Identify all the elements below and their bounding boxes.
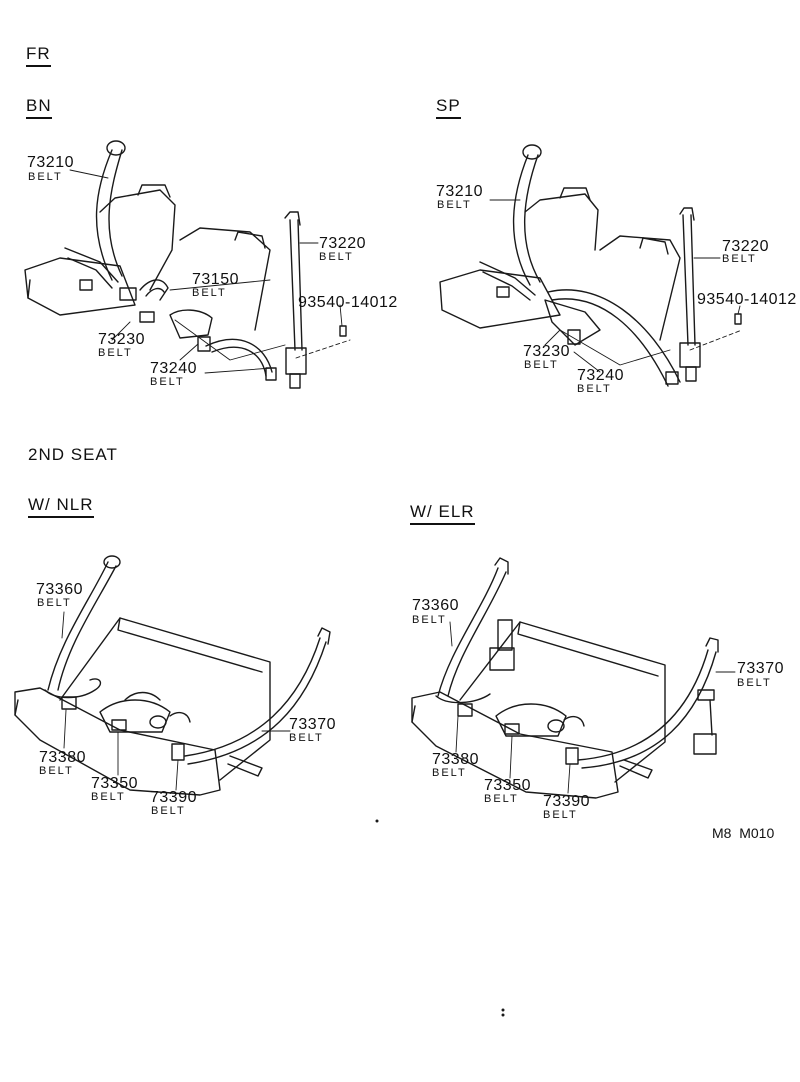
header-w-elr: W/ ELR xyxy=(410,503,475,525)
bn-part-name-73230: BELT xyxy=(98,347,133,359)
elr-part-number-73390: 73390 xyxy=(543,793,590,810)
elr-part-number-73370: 73370 xyxy=(737,660,784,677)
sp-part-number-73240: 73240 xyxy=(577,367,624,384)
header-bn: BN xyxy=(26,97,52,119)
sp-part-number-73230: 73230 xyxy=(523,343,570,360)
sp-part-number-93540-14012: 93540-14012 xyxy=(697,291,797,308)
bn-part-number-73210: 73210 xyxy=(27,154,74,171)
sp-part-number-73210: 73210 xyxy=(436,183,483,200)
nlr-part-name-73360: BELT xyxy=(37,597,72,609)
header-fr: FR xyxy=(26,45,51,67)
nlr-part-number-73360: 73360 xyxy=(36,581,83,598)
bn-part-number-73230: 73230 xyxy=(98,331,145,348)
bn-illustration xyxy=(24,140,351,389)
sp-part-number-73220: 73220 xyxy=(722,238,769,255)
bn-headrest-right xyxy=(234,231,266,249)
nlr-part-name-73350: BELT xyxy=(91,791,126,803)
elr-part-name-73380: BELT xyxy=(432,767,467,779)
elr-part-name-73390: BELT xyxy=(543,809,578,821)
elr-part-number-73380: 73380 xyxy=(432,751,479,768)
bn-part-name-73220: BELT xyxy=(319,251,354,263)
header-sp: SP xyxy=(436,97,461,119)
elr-part-number-73350: 73350 xyxy=(484,777,531,794)
figure-code: M8 M010 xyxy=(712,825,775,841)
bn-part-number-93540-14012: 93540-14012 xyxy=(298,294,398,311)
nlr-illustration xyxy=(14,555,331,796)
bn-seat-back-right xyxy=(179,227,271,331)
bn-part-number-73220: 73220 xyxy=(319,235,366,252)
sp-part-name-73220: BELT xyxy=(722,253,757,265)
header-second-seat: 2ND SEAT xyxy=(28,445,118,464)
elr-part-name-73370: BELT xyxy=(737,677,772,689)
nlr-part-name-73380: BELT xyxy=(39,765,74,777)
sp-belt-73220 xyxy=(682,214,696,346)
elr-part-number-73360: 73360 xyxy=(412,597,459,614)
bn-belt-73210 xyxy=(95,149,123,281)
bn-belt-73150 xyxy=(139,279,169,301)
bn-belt-73220 xyxy=(289,219,303,351)
elr-part-name-73350: BELT xyxy=(484,793,519,805)
bn-headrest-left xyxy=(137,184,171,198)
elr-illustration xyxy=(411,557,736,799)
sp-belt-73210 xyxy=(512,154,541,286)
nlr-part-name-73390: BELT xyxy=(151,805,186,817)
sp-belt-73240 xyxy=(547,289,681,387)
elr-belt-73370 xyxy=(577,649,717,769)
nlr-belt-73360 xyxy=(47,561,117,691)
bn-part-name-73150: BELT xyxy=(192,287,227,299)
bn-part-name-73240: BELT xyxy=(150,376,185,388)
nlr-part-number-73350: 73350 xyxy=(91,775,138,792)
bn-part-number-73150: 73150 xyxy=(192,271,239,288)
bn-seat-back-left xyxy=(99,189,176,291)
bn-cushion-front xyxy=(27,279,31,299)
sp-part-name-73230: BELT xyxy=(524,359,559,371)
nlr-part-number-73380: 73380 xyxy=(39,749,86,766)
nlr-belt-73370 xyxy=(184,637,327,765)
bn-part-name-73210: BELT xyxy=(28,171,63,183)
sp-part-name-73240: BELT xyxy=(577,383,612,395)
sp-part-name-73210: BELT xyxy=(437,199,472,211)
elr-part-name-73360: BELT xyxy=(412,614,447,626)
header-w-nlr: W/ NLR xyxy=(28,496,94,518)
nlr-part-number-73390: 73390 xyxy=(150,789,197,806)
nlr-part-number-73370: 73370 xyxy=(289,716,336,733)
elr-belt-73360 xyxy=(437,567,507,697)
sp-illustration xyxy=(439,144,743,387)
nlr-part-name-73370: BELT xyxy=(289,732,324,744)
bn-part-number-73240: 73240 xyxy=(150,360,197,377)
